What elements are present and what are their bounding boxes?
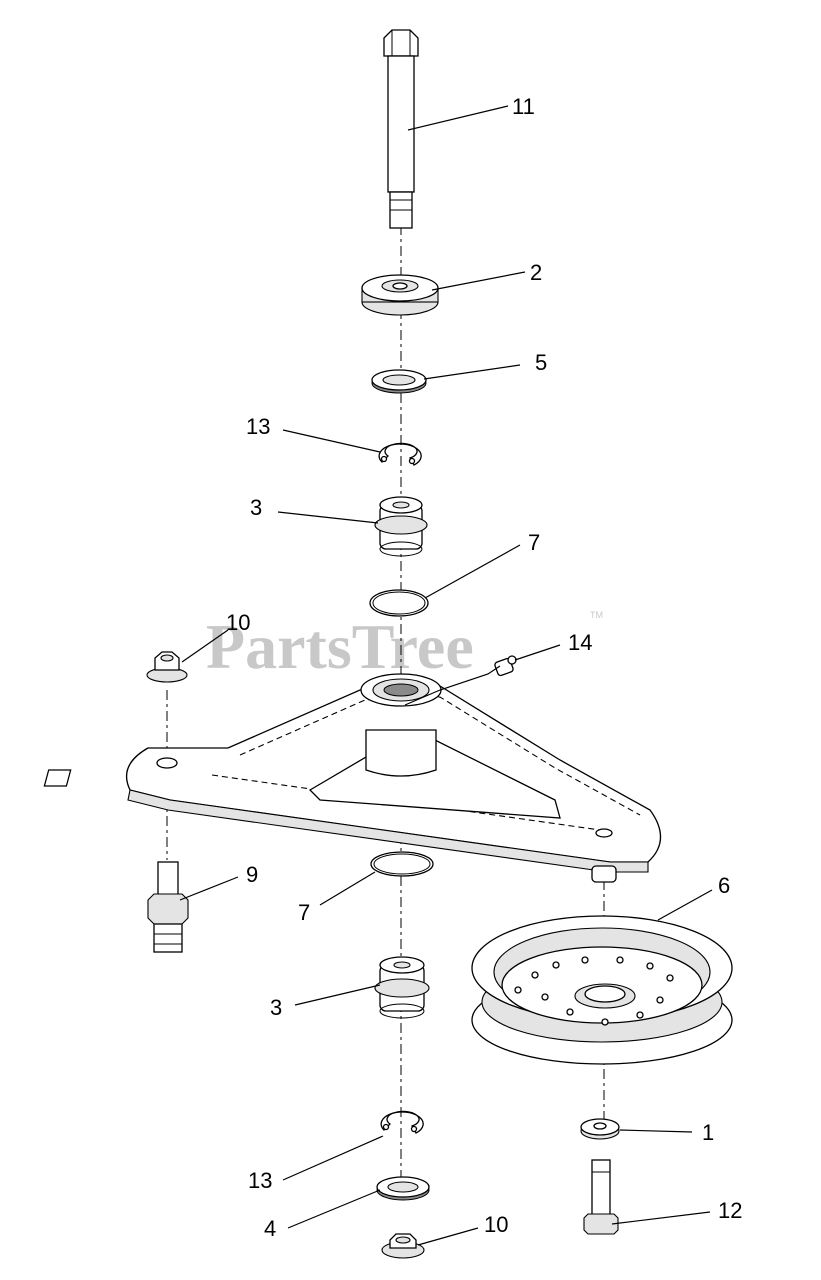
part-13-retaining-ring-bottom xyxy=(380,1110,424,1134)
part-14-grease-fitting xyxy=(494,655,517,677)
part-10-flange-nut-bottom xyxy=(381,1233,425,1259)
bolt-head xyxy=(383,29,419,57)
callout-3-bottom: 3 xyxy=(270,995,282,1020)
callout-9: 9 xyxy=(246,862,258,887)
pulley-mount-hole xyxy=(595,828,613,838)
hub-boss xyxy=(365,729,437,777)
callout-3-top: 3 xyxy=(250,495,262,520)
callout-7-top: 7 xyxy=(528,530,540,555)
callout-13-bottom: 13 xyxy=(248,1168,272,1193)
idler-arm-plate xyxy=(43,673,662,883)
callout-5: 5 xyxy=(535,350,547,375)
callout-10-top: 10 xyxy=(226,610,250,635)
pulley-vent-holes xyxy=(514,956,674,1026)
part-12-bolt xyxy=(583,1159,619,1235)
callout-4: 4 xyxy=(264,1216,276,1241)
part-9-shoulder-stud xyxy=(147,861,189,953)
callout-1: 1 xyxy=(702,1120,714,1145)
callout-12: 12 xyxy=(718,1198,742,1223)
watermark-text: PartsTree xyxy=(206,611,474,682)
part-7-o-ring-bottom xyxy=(370,851,434,877)
part-2-bearing-cap xyxy=(361,274,439,316)
callout-14: 14 xyxy=(568,630,592,655)
part-5-seal xyxy=(371,369,427,394)
arm-edge xyxy=(127,789,649,873)
part-10-flange-nut-top xyxy=(146,651,188,683)
pivot-hole xyxy=(156,757,178,769)
callout-13-top: 13 xyxy=(246,414,270,439)
callout-11: 11 xyxy=(512,94,535,119)
part-3-bearing-bottom xyxy=(374,956,430,1019)
part-6-idler-pulley xyxy=(471,915,733,1065)
square-hole xyxy=(43,769,72,787)
watermark-trademark: TM xyxy=(590,610,603,620)
part-3-bearing-top xyxy=(374,496,428,557)
callout-10-bottom: 10 xyxy=(484,1212,508,1237)
callout-7-bottom: 7 xyxy=(298,900,310,925)
callout-2: 2 xyxy=(530,260,542,285)
callout-6: 6 xyxy=(718,873,730,898)
leader-lines xyxy=(179,105,713,1246)
part-13-retaining-ring-top xyxy=(378,442,422,466)
bolt-shank xyxy=(387,55,415,193)
part-11-long-bolt xyxy=(383,29,419,229)
part-7-o-ring-top xyxy=(369,589,429,617)
part-1-washer xyxy=(580,1118,620,1140)
part-4-seal xyxy=(376,1176,430,1201)
callout-labels: 11 2 5 13 3 7 10 14 9 7 6 3 1 13 4 10 12 xyxy=(226,94,742,1241)
watermark: PartsTree TM xyxy=(206,610,603,682)
